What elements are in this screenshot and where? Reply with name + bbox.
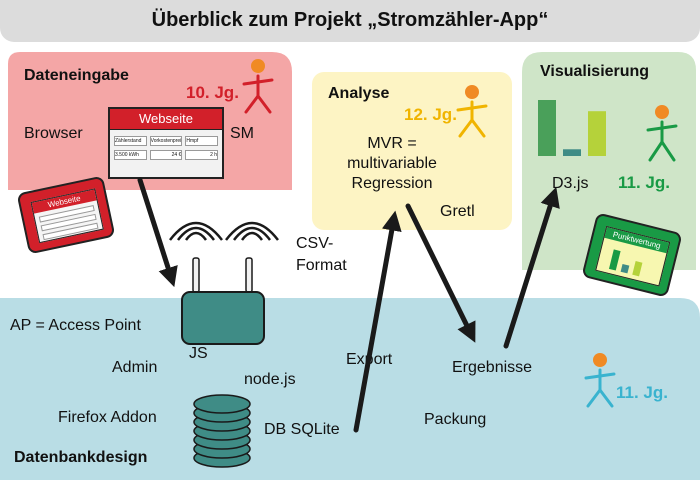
packing-label: Packung — [424, 411, 487, 428]
person-icon-11jg-cyan — [584, 353, 616, 408]
data-entry-title: Dateneingabe — [24, 67, 129, 84]
js-label: JS — [189, 345, 208, 362]
mvr-line3: Regression — [351, 175, 433, 192]
database-title: Datenbankdesign — [14, 449, 148, 466]
diagram-title: Überblick zum Projekt „Stromzähler-App“ — [151, 9, 549, 31]
webpage-table-cell: 24 € — [149, 150, 183, 160]
visualization-title: Visualisierung — [540, 63, 650, 80]
analysis-grade: 12. Jg. — [404, 105, 457, 124]
visualization-grade: 11. Jg. — [618, 173, 670, 192]
data-entry-grade: 10. Jg. — [186, 83, 239, 102]
webpage-mock: Webseite Zählerstand Vorkostenpreis Hmpf… — [108, 107, 224, 179]
title-bar — [0, 0, 700, 42]
access-point-label: AP = Access Point — [10, 317, 141, 334]
gretl-label: Gretl — [440, 203, 475, 220]
webpage-table-header: Hmpf — [185, 136, 219, 146]
person-icon-10jg — [242, 59, 274, 114]
webpage-table-header-row: Zählerstand Vorkostenpreis Hmpf — [110, 130, 222, 148]
results-label: Ergebnisse — [452, 359, 533, 376]
person-icon-11jg-green — [646, 105, 678, 162]
db-sqlite-label: DB SQLite — [264, 421, 340, 438]
arrow-router-to-analysis — [353, 210, 402, 433]
sm-label: SM — [230, 125, 254, 142]
database-icon — [193, 394, 251, 468]
mvr-line2: multivariable — [347, 155, 437, 172]
database-grade: 11. Jg. — [616, 383, 668, 402]
arrow-analysis-to-results — [405, 203, 476, 343]
webpage-header: Webseite — [110, 109, 222, 130]
csv-format-line2: Format — [296, 257, 347, 274]
csv-format-line1: CSV- — [296, 235, 334, 252]
arrow-results-to-visualization — [503, 186, 560, 349]
webpage-table-header: Zählerstand — [114, 136, 147, 146]
webpage-table-cell: 3.500 kWh — [114, 150, 147, 160]
person-icon-12jg — [456, 85, 488, 138]
browser-label: Browser — [24, 125, 83, 142]
d3js-label: D3.js — [552, 175, 589, 192]
visualization-panel — [522, 52, 696, 270]
analysis-title: Analyse — [328, 85, 390, 102]
webpage-table-header: Vorkostenpreis — [149, 136, 183, 146]
nodejs-label: node.js — [244, 371, 296, 388]
router-icon — [169, 221, 279, 345]
admin-label: Admin — [112, 359, 158, 376]
mvr-line1: MVR = — [367, 135, 417, 152]
database-panel — [0, 298, 700, 480]
webpage-table-row: 3.500 kWh 24 € 2 h — [110, 148, 222, 162]
firefox-addon-label: Firefox Addon — [58, 409, 157, 426]
arrow-webpage-to-router — [137, 177, 178, 288]
analysis-panel — [312, 72, 512, 230]
webpage-table-cell: 2 h — [185, 150, 219, 160]
